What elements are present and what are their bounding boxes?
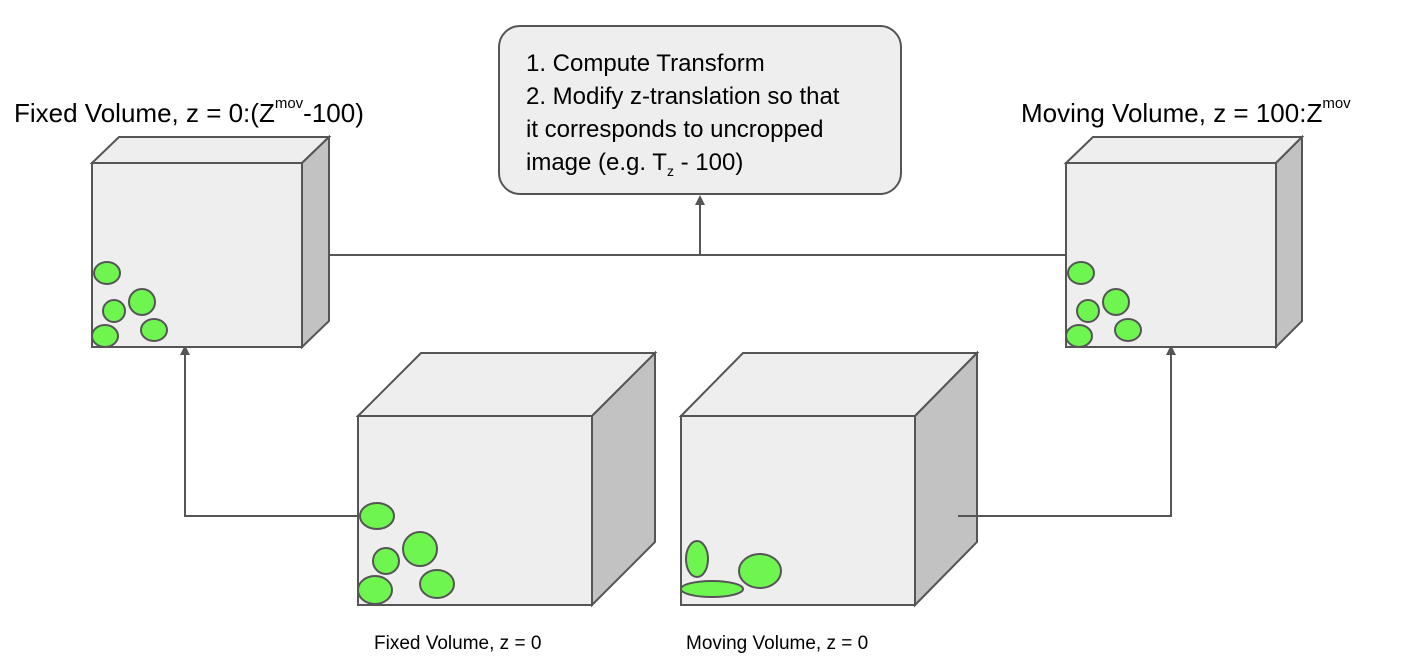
cell-blob: [102, 299, 126, 323]
cube-side-face: [1275, 134, 1303, 350]
fixed-title-superscript: mov: [274, 95, 304, 112]
cell-blob: [1067, 261, 1095, 285]
cell-blob: [357, 575, 393, 605]
cube-top-face: [1063, 136, 1305, 164]
moving-volume-full-caption: Moving Volume, z = 0: [686, 633, 869, 654]
moving-title-main: Moving Volume, z = 100:Z: [1021, 98, 1323, 128]
cell-blob: [372, 547, 400, 575]
cell-blob: [93, 261, 121, 285]
moving-title-superscript: mov: [1322, 95, 1351, 112]
cube-side-face: [301, 134, 330, 350]
cell-blob: [419, 569, 455, 599]
process-step-modify: 2. Modify z-translation so that: [526, 83, 840, 110]
cell-blob: [91, 324, 119, 348]
arrow-moving-crop: [958, 345, 1176, 517]
process-step-example: image (e.g. Tz - 100): [526, 149, 744, 179]
cell-blob: [738, 553, 782, 589]
cell-blob: [1065, 324, 1093, 348]
cube-front-face: [91, 162, 303, 348]
cell-blobs: [680, 540, 782, 598]
moving-volume-cropped-title: Moving Volume, z = 100:Zmov: [1021, 96, 1351, 128]
connectors: [180, 195, 1176, 517]
process-example-subscript: z: [666, 163, 674, 179]
process-step-modify-cont: it corresponds to uncropped: [526, 116, 824, 143]
process-example-prefix: image (e.g. T: [526, 149, 667, 176]
fixed-title-main: Fixed Volume, z = 0:(Z: [14, 98, 275, 128]
fixed-volume-cropped-cube: [89, 134, 332, 350]
cell-blob: [1114, 318, 1142, 342]
cell-blob: [140, 318, 168, 342]
fixed-volume-full-cube: [355, 350, 658, 608]
cell-blob: [402, 531, 438, 567]
cell-blob: [1102, 288, 1130, 316]
fixed-volume-cropped-title: Fixed Volume, z = 0:(Zmov-100): [14, 96, 364, 128]
fixed-volume-full-caption: Fixed Volume, z = 0: [374, 633, 542, 654]
cell-blob: [685, 540, 709, 578]
cell-blob: [1076, 299, 1100, 323]
cell-blob: [680, 580, 744, 598]
cell-blobs: [91, 261, 168, 348]
fixed-title-end: -100): [303, 98, 364, 128]
cube-top-face: [89, 136, 332, 164]
cube-front-face: [357, 415, 593, 606]
process-example-suffix: - 100): [673, 149, 744, 176]
cell-blob: [128, 288, 156, 316]
process-step-compute: 1. Compute Transform: [526, 50, 765, 77]
cube-front-face: [680, 415, 916, 606]
cube-front-face: [1065, 162, 1277, 348]
cell-blobs: [1065, 261, 1142, 348]
process-box: 1. Compute Transform 2. Modify z-transla…: [498, 25, 902, 195]
cell-blobs: [357, 502, 455, 605]
moving-volume-full-cube: [678, 350, 980, 608]
moving-volume-cropped-cube: [1063, 134, 1305, 350]
cell-blob: [359, 502, 395, 530]
arrow-fixed-crop: [180, 345, 359, 517]
